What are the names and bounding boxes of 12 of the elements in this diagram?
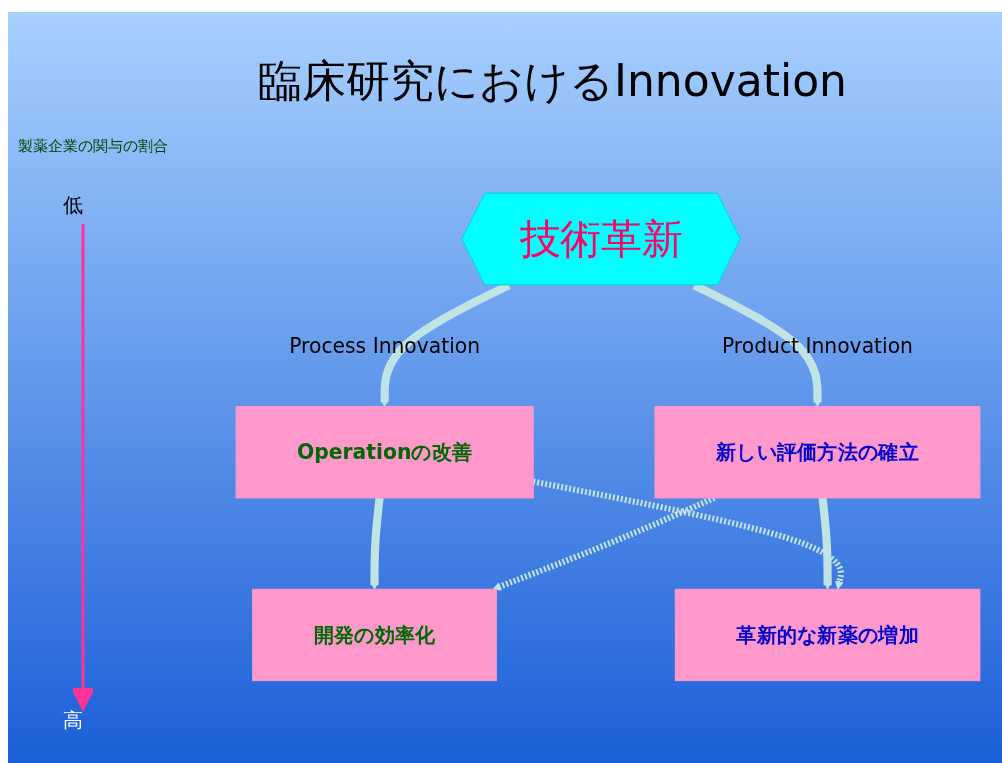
node-box: 開発の効率化 — [252, 588, 497, 682]
arrow — [818, 497, 833, 590]
axis-high-label: 高 — [63, 707, 83, 734]
arrow — [370, 497, 384, 590]
edge-label: Product Innovation — [721, 333, 913, 358]
title: 臨床研究におけるInnovation — [258, 54, 847, 108]
axis-title: 製薬企業の関与の割合 — [18, 137, 168, 156]
node-box: Operationの改善 — [235, 406, 534, 499]
node-box: 革新的な新薬の増加 — [674, 588, 981, 682]
node-box: 新しい評価方法の確立 — [654, 406, 981, 499]
edge-label: Process Innovation — [289, 333, 481, 358]
axis-low-label: 低 — [63, 192, 83, 219]
